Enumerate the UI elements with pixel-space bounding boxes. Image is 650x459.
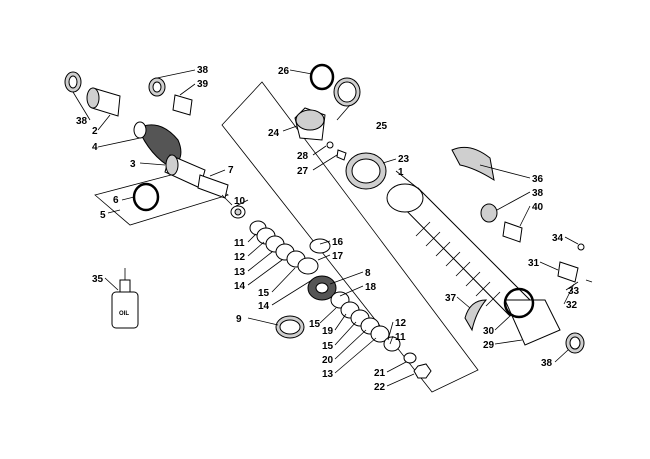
- bushing-38-lower-bore: [569, 336, 581, 350]
- callout-33: 33: [568, 286, 580, 297]
- callout-14: 14: [234, 281, 246, 292]
- callout-3: 3: [130, 159, 136, 170]
- spring-coils: [415, 221, 501, 307]
- callout-29: 29: [483, 340, 495, 351]
- callout-2: 2: [92, 126, 98, 137]
- callout-32: 32: [566, 300, 578, 311]
- nut-22: [413, 363, 432, 379]
- ball-28: [326, 141, 334, 149]
- callout-30: 30: [483, 326, 495, 337]
- bushing-38-left-bore: [68, 75, 78, 89]
- reservoir-cap-24-top: [295, 109, 325, 131]
- cover-36: [451, 146, 495, 182]
- callout-4: 4: [92, 142, 98, 153]
- callout-38-top: 38: [197, 65, 209, 76]
- leader-lines: [72, 69, 579, 387]
- callout-13-lower: 13: [322, 369, 334, 380]
- callout-37: 37: [445, 293, 457, 304]
- o-ring-26: [309, 63, 335, 91]
- seal-housing-23-inner: [351, 158, 381, 184]
- sleeve-40: [502, 221, 523, 243]
- callout-7: 7: [228, 165, 234, 176]
- callout-23: 23: [398, 154, 410, 165]
- callout-14-b: 14: [258, 301, 270, 312]
- washer-21: [403, 352, 417, 364]
- callout-15-a: 15: [258, 288, 270, 299]
- oil-bottle-label: OIL: [119, 311, 129, 317]
- callout-9: 9: [236, 314, 242, 325]
- upper-shim-stack: [249, 220, 319, 275]
- callout-15-c: 15: [322, 341, 334, 352]
- screw-34: [577, 243, 585, 251]
- clip-33: [585, 279, 593, 283]
- shaft-assembly-outline: [221, 81, 479, 393]
- callout-12-upper: 12: [234, 252, 246, 263]
- callout-17: 17: [332, 251, 344, 262]
- callout-26: 26: [278, 66, 290, 77]
- shaft-section-7: [197, 174, 229, 199]
- sleeve-39: [172, 94, 193, 116]
- callout-18: 18: [365, 282, 377, 293]
- bushing-38-top-bore: [152, 81, 162, 93]
- callout-24: 24: [268, 128, 280, 139]
- callout-8: 8: [365, 268, 371, 279]
- coupler-face-3: [165, 154, 179, 176]
- ring-9-inner: [279, 319, 301, 335]
- seal-group-outline: [94, 169, 229, 226]
- callout-13-upper: 13: [234, 267, 246, 278]
- shaft-tip: [221, 194, 233, 206]
- callout-27: 27: [297, 166, 309, 177]
- callout-38-right: 38: [532, 188, 544, 199]
- callout-19: 19: [322, 326, 334, 337]
- callout-36: 36: [532, 174, 544, 185]
- piston-8-bore: [315, 282, 329, 294]
- callout-22: 22: [374, 382, 386, 393]
- callout-34: 34: [552, 233, 564, 244]
- spring-1-top: [386, 183, 424, 213]
- o-ring-30: [503, 287, 535, 319]
- clip-37: [464, 299, 488, 332]
- o-ring-6: [132, 182, 160, 212]
- callout-21: 21: [374, 368, 386, 379]
- callout-15-b: 15: [309, 319, 321, 330]
- callout-11-upper: 11: [234, 238, 245, 249]
- callout-10: 10: [234, 196, 246, 207]
- callout-28: 28: [297, 151, 309, 162]
- callout-38-left: 38: [76, 116, 88, 127]
- washer-10-hole: [234, 208, 242, 216]
- callout-39: 39: [197, 79, 209, 90]
- ring-25-inner: [337, 81, 357, 103]
- bushing-38-right: [480, 203, 498, 223]
- eyelet-ring-4: [133, 121, 147, 139]
- callout-35: 35: [92, 274, 104, 285]
- callout-6: 6: [113, 195, 119, 206]
- screw-27: [336, 149, 347, 161]
- callout-16: 16: [332, 237, 344, 248]
- spacer-cup-2-end: [86, 87, 100, 109]
- callout-5: 5: [100, 210, 106, 221]
- valve-31: [557, 261, 579, 283]
- callout-12-lower: 12: [395, 318, 407, 329]
- callout-1: 1: [398, 167, 404, 178]
- callout-40: 40: [532, 202, 544, 213]
- callout-38-lower: 38: [541, 358, 553, 369]
- callout-11-lower: 11: [395, 332, 406, 343]
- callout-25: 25: [376, 121, 388, 132]
- callout-20: 20: [322, 355, 334, 366]
- callout-31: 31: [528, 258, 540, 269]
- piston-ring-16: [309, 238, 331, 254]
- oil-bottle-35: OIL: [111, 268, 139, 329]
- lower-shim-stack: [330, 291, 401, 352]
